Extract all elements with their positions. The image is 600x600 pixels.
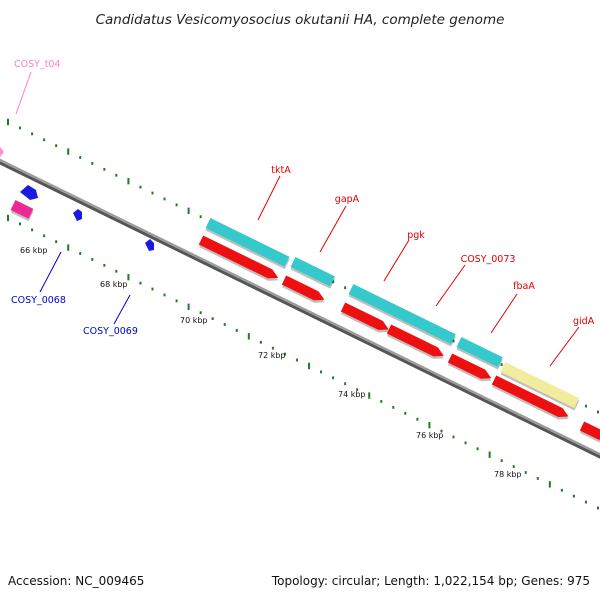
gene-label-cosy-0068: COSY_0068	[11, 295, 66, 306]
leader-line	[383, 239, 410, 282]
blue-gene-2-arrow	[73, 209, 82, 221]
leader-line	[257, 175, 281, 221]
fbaA-gene-arrow-group	[456, 337, 503, 370]
gapA-gene-arrow-group	[290, 257, 336, 289]
backbone-dark-line	[0, 161, 600, 459]
red-cds-2-arrow	[281, 275, 325, 301]
magenta-gene-arrow	[10, 200, 34, 219]
COSY_0073-gene-arrow	[348, 284, 456, 345]
map-title: Candidatus Vesicomyosocius okutanii HA, …	[96, 12, 505, 28]
magenta-gene-arrow-group	[10, 200, 34, 222]
accession-text: Accession: NC_009465	[8, 574, 144, 588]
gene-label-cosy-0073: COSY_0073	[461, 254, 516, 265]
red-cds-7-arrow-group	[579, 421, 600, 443]
leader-line	[435, 264, 466, 307]
fbaA-gene-arrow	[456, 337, 503, 368]
gene-features	[0, 147, 600, 443]
trna-gene-arrow	[0, 147, 4, 157]
red-cds-3-arrow	[340, 302, 389, 330]
red-cds-5-arrow-group	[447, 353, 492, 382]
leader-line	[319, 205, 347, 253]
gidA-gene-arrow-group	[500, 362, 580, 411]
red-cds-4-arrow	[386, 324, 444, 357]
kbp-label: 66 kbp	[20, 246, 48, 255]
gene-label-fbaa: fbaA	[513, 281, 535, 292]
gene-label-gapa: gapA	[335, 194, 360, 205]
COSY_0073-gene-arrow-group	[348, 284, 456, 347]
red-cds-7-arrow	[579, 421, 600, 440]
leader-line	[15, 71, 32, 115]
gene-label-gida: gidA	[573, 316, 595, 327]
genome-summary-text: Topology: circular; Length: 1,022,154 bp…	[271, 574, 590, 588]
kbp-scale-labels: 66 kbp 68 kbp 70 kbp 72 kbp 74 kbp 76 kbp 78 k…	[20, 246, 522, 479]
red-cds-1-arrow	[198, 235, 279, 279]
kbp-label: 78 kbp	[494, 470, 522, 479]
blue-gene-3-arrow	[145, 239, 154, 251]
tktA-gene-arrow-group	[205, 218, 290, 270]
kbp-label: 68 kbp	[100, 280, 128, 289]
gene-label-cosy-0069: COSY_0069	[83, 326, 138, 337]
leader-line	[113, 294, 131, 325]
gene-label-cosy-t04: COSY_t04	[14, 59, 61, 70]
tktA-gene-arrow	[205, 218, 290, 267]
red-cds-2-arrow-group	[281, 275, 325, 303]
red-cds-6-arrow-group	[491, 375, 569, 420]
leader-line	[549, 326, 580, 367]
gidA-gene-arrow	[500, 362, 580, 409]
gene-label-tkta: tktA	[271, 165, 291, 176]
red-cds-1-arrow-group	[198, 235, 279, 281]
kbp-label: 70 kbp	[180, 316, 208, 325]
label-leader-lines	[15, 71, 580, 367]
backbone-light-line	[0, 158, 600, 456]
red-cds-4-arrow-group	[386, 324, 444, 359]
kbp-label: 74 kbp	[338, 390, 366, 399]
kbp-label: 76 kbp	[416, 431, 444, 440]
genome-backbone	[0, 158, 600, 459]
gene-label-pgk: pgk	[407, 230, 425, 241]
red-cds-6-arrow	[491, 375, 569, 418]
leader-line	[490, 293, 518, 334]
scale-ticks	[7, 118, 599, 510]
gapA-gene-arrow	[290, 257, 335, 287]
leader-line	[39, 251, 62, 293]
red-cds-5-arrow	[447, 353, 492, 379]
kbp-label: 72 kbp	[258, 351, 286, 360]
blue-gene-1-arrow	[20, 185, 38, 200]
red-cds-3-arrow-group	[340, 302, 389, 333]
